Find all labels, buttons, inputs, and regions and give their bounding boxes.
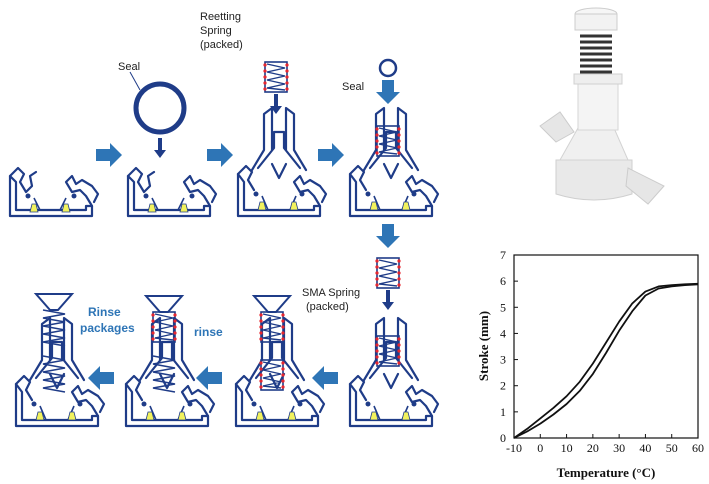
rinse-label: rinse bbox=[194, 325, 223, 339]
reset-spring-label-1: Reetting bbox=[200, 11, 241, 23]
x-tick-label: -10 bbox=[506, 441, 522, 455]
spring-coil-7b bbox=[152, 355, 176, 393]
y-tick-label: 0 bbox=[500, 431, 506, 445]
cap-7 bbox=[143, 295, 185, 313]
cap-6 bbox=[251, 295, 293, 313]
y-tick-label: 2 bbox=[500, 379, 506, 393]
spring-packed-6a bbox=[258, 311, 286, 343]
arrow-left-1 bbox=[312, 366, 338, 390]
seal-ring-small bbox=[376, 58, 400, 104]
x-ticks: -10 0 10 20 30 40 50 60 bbox=[506, 434, 704, 455]
cap-8 bbox=[33, 293, 75, 311]
reset-spring-packed bbox=[262, 61, 290, 93]
x-axis-title: Temperature (°C) bbox=[557, 465, 656, 480]
step-2-base-with-seal bbox=[126, 166, 218, 218]
y-axis-title: Stroke (mm) bbox=[476, 311, 491, 381]
reset-spring-label-3: (packed) bbox=[200, 39, 243, 51]
spring-coil-8a bbox=[42, 309, 66, 347]
chart-series bbox=[513, 282, 699, 439]
step-3-body bbox=[236, 106, 328, 218]
rinse-packages-label-1: Rinse bbox=[88, 305, 121, 319]
x-tick-label: 50 bbox=[666, 441, 678, 455]
series-line-1 bbox=[513, 282, 699, 439]
sma-spring-label-1: SMA Spring bbox=[302, 287, 360, 299]
arrow-left-3 bbox=[88, 366, 114, 390]
x-tick-label: 30 bbox=[613, 441, 625, 455]
x-tick-label: 20 bbox=[587, 441, 599, 455]
y-tick-label: 5 bbox=[500, 300, 506, 314]
y-tick-label: 4 bbox=[500, 326, 506, 340]
x-tick-label: 40 bbox=[639, 441, 651, 455]
step-1-base bbox=[8, 166, 100, 218]
step-5-body-sma bbox=[348, 316, 440, 428]
y-ticks: 0 1 2 3 4 5 6 7 bbox=[500, 248, 518, 445]
sma-spring-packed bbox=[374, 257, 402, 289]
y-tick-label: 7 bbox=[500, 248, 506, 262]
actuator-photo bbox=[523, 0, 704, 250]
reset-spring-label-2: Spring bbox=[200, 25, 232, 37]
y-tick-label: 3 bbox=[500, 353, 506, 367]
x-tick-label: 10 bbox=[561, 441, 573, 455]
arrow-down-rows bbox=[376, 224, 400, 248]
seal-label-2: Seal bbox=[342, 81, 364, 93]
step-4-body-spring bbox=[348, 106, 440, 218]
spring-packed-7a bbox=[150, 311, 178, 343]
sma-spring-label-2: (packed) bbox=[306, 301, 349, 313]
seal-label-1: Seal bbox=[118, 61, 140, 73]
plot-frame bbox=[513, 254, 699, 439]
series-line-2 bbox=[513, 283, 699, 439]
spring-coil-8b bbox=[42, 355, 66, 393]
arrow-right-1 bbox=[96, 143, 122, 167]
arrow-right-3 bbox=[318, 143, 344, 167]
seal-ring-large bbox=[129, 71, 187, 158]
x-tick-label: 60 bbox=[692, 441, 704, 455]
rinse-packages-label-2: packages bbox=[80, 321, 135, 335]
arrow-left-2 bbox=[196, 366, 222, 390]
arrow-down-sma bbox=[382, 290, 394, 310]
y-tick-label: 6 bbox=[500, 274, 506, 288]
x-tick-label: 0 bbox=[537, 441, 543, 455]
y-tick-label: 1 bbox=[500, 405, 506, 419]
spring-packed-6b bbox=[258, 359, 286, 391]
arrow-right-2 bbox=[207, 143, 233, 167]
